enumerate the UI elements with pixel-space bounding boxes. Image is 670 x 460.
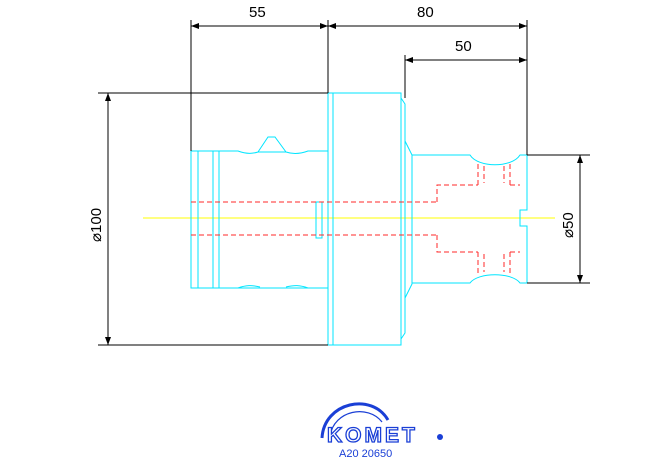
brand-name: KOMET — [327, 424, 418, 447]
dimension-diameter-50-label: ⌀50 — [560, 212, 577, 238]
part-outline — [190, 92, 528, 346]
dimension-80-label: 80 — [417, 4, 434, 21]
logo-dot-icon — [437, 434, 443, 440]
dimension-55-label: 55 — [249, 4, 266, 21]
logo-arc-icon — [320, 402, 390, 439]
dimension-arrows — [105, 23, 583, 345]
dimension-50-label: 50 — [455, 38, 472, 55]
hidden-lines — [191, 164, 520, 275]
komet-logo: KOMET — [320, 402, 443, 448]
article-code: A20 20650 — [339, 448, 392, 460]
dimension-diameter-100-label: ⌀100 — [88, 208, 105, 242]
dimension-lines — [98, 20, 590, 346]
